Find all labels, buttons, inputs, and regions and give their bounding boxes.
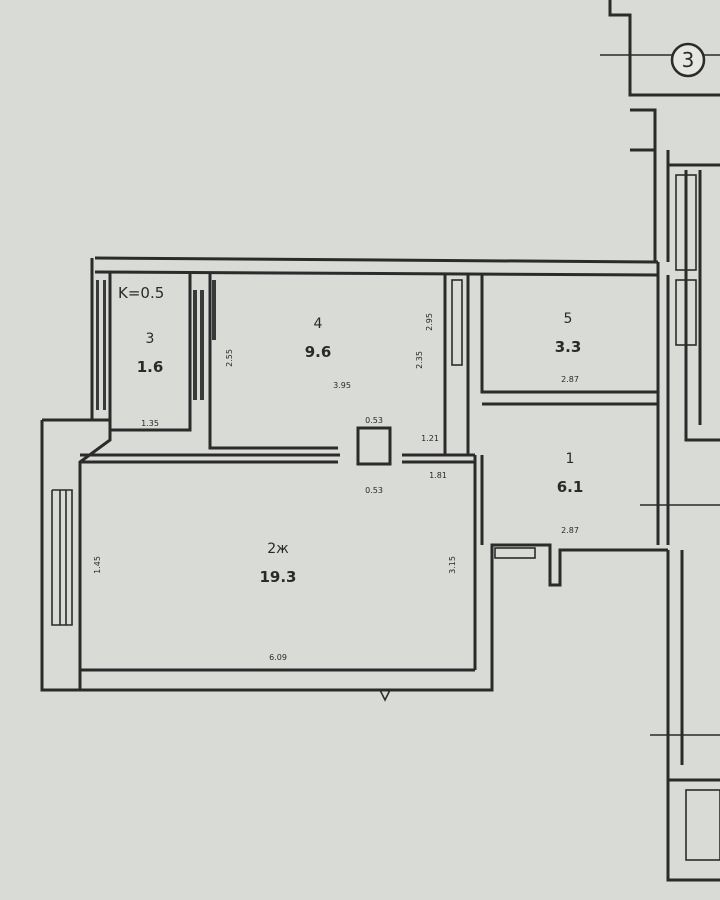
interior-walls [110,262,670,559]
room-4: 4 9.6 [305,316,332,361]
dimension-label: 3.95 [333,381,351,390]
room-4-number: 4 [314,316,323,332]
dimension-label: 1.81 [429,471,447,480]
dimension-label: 1.35 [141,419,159,428]
dimension-label: 1.21 [421,434,439,443]
dimension-label: 2.35 [415,351,424,369]
room-3-area: 1.6 [137,358,164,376]
section-marker-label: 3 [682,48,695,72]
room-5-number: 5 [564,311,573,327]
dimension-label: 2.55 [225,349,234,367]
dimension-label: 6.09 [269,653,287,662]
room-1: 1 6.1 [557,451,584,496]
section-marker: 3 [670,42,706,78]
outer-walls [40,256,668,692]
dimension-label: 2.87 [561,526,579,535]
dimension-label: 2.95 [425,313,434,331]
coefficient-label: K=0.5 [118,284,164,302]
room-2: 2ж 19.3 [259,541,296,586]
room-4-area: 9.6 [305,343,332,361]
room-5: 5 3.3 [555,311,582,356]
room-2-number: 2ж [267,541,289,557]
dimension-label: 0.53 [365,416,383,425]
dimension-label: 2.87 [561,375,579,384]
room-5-area: 3.3 [555,338,582,356]
room-1-number: 1 [566,451,575,467]
dimension-label: 3.15 [448,556,457,574]
adjacent-structure [379,0,720,882]
room-3: 3 1.6 [137,331,164,376]
room-2-area: 19.3 [259,568,296,586]
hatched-walls [96,280,216,410]
room-3-number: 3 [146,331,155,347]
dimension-label: 0.53 [365,486,383,495]
section-marker-circle [670,42,706,78]
dimension-label: 1.45 [93,556,102,574]
room-1-area: 6.1 [557,478,584,496]
dimension-labels: 1.35 3.95 2.55 2.35 2.95 0.53 1.21 2.87 … [93,313,579,662]
